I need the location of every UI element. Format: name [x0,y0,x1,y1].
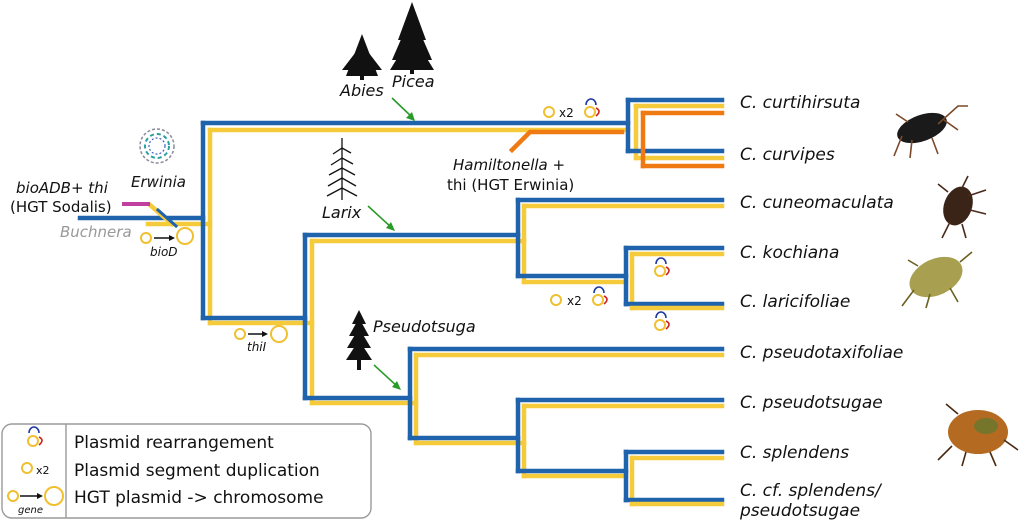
taxon-label: C. kochiana [740,243,839,263]
aphid-icon [937,403,1019,467]
taxon-labels: C. curtihirsuta C. curvipes C. cuneomacu… [739,93,903,521]
taxon-label: pseudotsugae [739,501,860,521]
abies-tree-icon [342,34,382,80]
legend: Plasmid rearrangement x2 Plasmid segment… [1,423,372,519]
legend-gene-label: gene [18,505,43,516]
host-label-picea: Picea [392,72,435,91]
host-label-abies: Abies [339,81,384,100]
rearrangement-icon [654,257,670,277]
legend-x2-label: x2 [36,464,50,477]
host-plants: Abies Picea Larix Pseudotsuga [322,2,476,390]
duplication-icon [550,294,562,306]
legend-duplication-label: Plasmid segment duplication [74,461,320,481]
thil-label: thiI [247,340,267,354]
taxon-label: C. splendens [740,443,849,463]
erwinia-genome-icon [139,128,175,164]
hamiltonella-label: Hamiltonella + [453,156,565,174]
taxon-label: C. pseudotsugae [740,393,883,413]
taxon-label: C. curtihirsuta [740,93,860,113]
taxon-label: C. laricifoliae [740,292,850,312]
legend-hgt-icon [7,486,64,506]
taxon-label: C. curvipes [740,145,835,165]
x2-label: x2 [567,294,582,308]
host-label-pseudotsuga: Pseudotsuga [373,317,476,336]
rearrangement-icon [592,286,608,306]
larix-tree-icon [326,138,358,200]
x2-label: x2 [559,106,574,120]
erwinia-label: Erwinia [131,173,186,191]
host-arrow [367,205,393,229]
host-arrow-head [406,112,415,121]
aphid-icon [937,175,987,239]
aphid-icon [893,105,968,159]
host-arrow-head [392,381,401,390]
bioadb-label: bioADB+ thi [16,179,109,197]
buchnera-label: Buchnera [60,223,132,241]
taxon-label: C. cf. splendens/ [740,481,883,501]
event-annotations: Erwinia bioADB+ thi (HGT Sodalis) Buchne… [10,98,670,354]
hgt-icon [140,227,194,245]
legend-duplication-icon [21,462,33,474]
taxon-label: C. cuneomaculata [740,193,894,213]
hamiltonella-hgt-label: thi (HGT Erwinia) [447,176,574,194]
host-label-larix: Larix [322,203,362,222]
host-arrow [373,364,399,388]
hgt-icon [234,325,288,343]
legend-rearrangement-icon [27,426,43,447]
aphid-icon [901,251,973,309]
sodalis-hgt-label: (HGT Sodalis) [10,198,112,216]
rearrangement-icon [584,98,600,118]
aphid-illustrations [893,105,1019,467]
picea-tree-icon [390,2,434,74]
taxon-label: C. pseudotaxifoliae [740,343,903,363]
legend-hgt-label: HGT plasmid -> chromosome [74,488,324,508]
biod-label: bioD [150,245,178,259]
legend-rearrangement-label: Plasmid rearrangement [74,433,274,453]
host-arrow-head [386,222,395,231]
rearrangement-icon [654,311,670,331]
duplication-icon [543,106,555,118]
tree-branches [77,97,725,507]
legend-box [1,423,372,519]
pseudotsuga-tree-icon [346,310,372,370]
